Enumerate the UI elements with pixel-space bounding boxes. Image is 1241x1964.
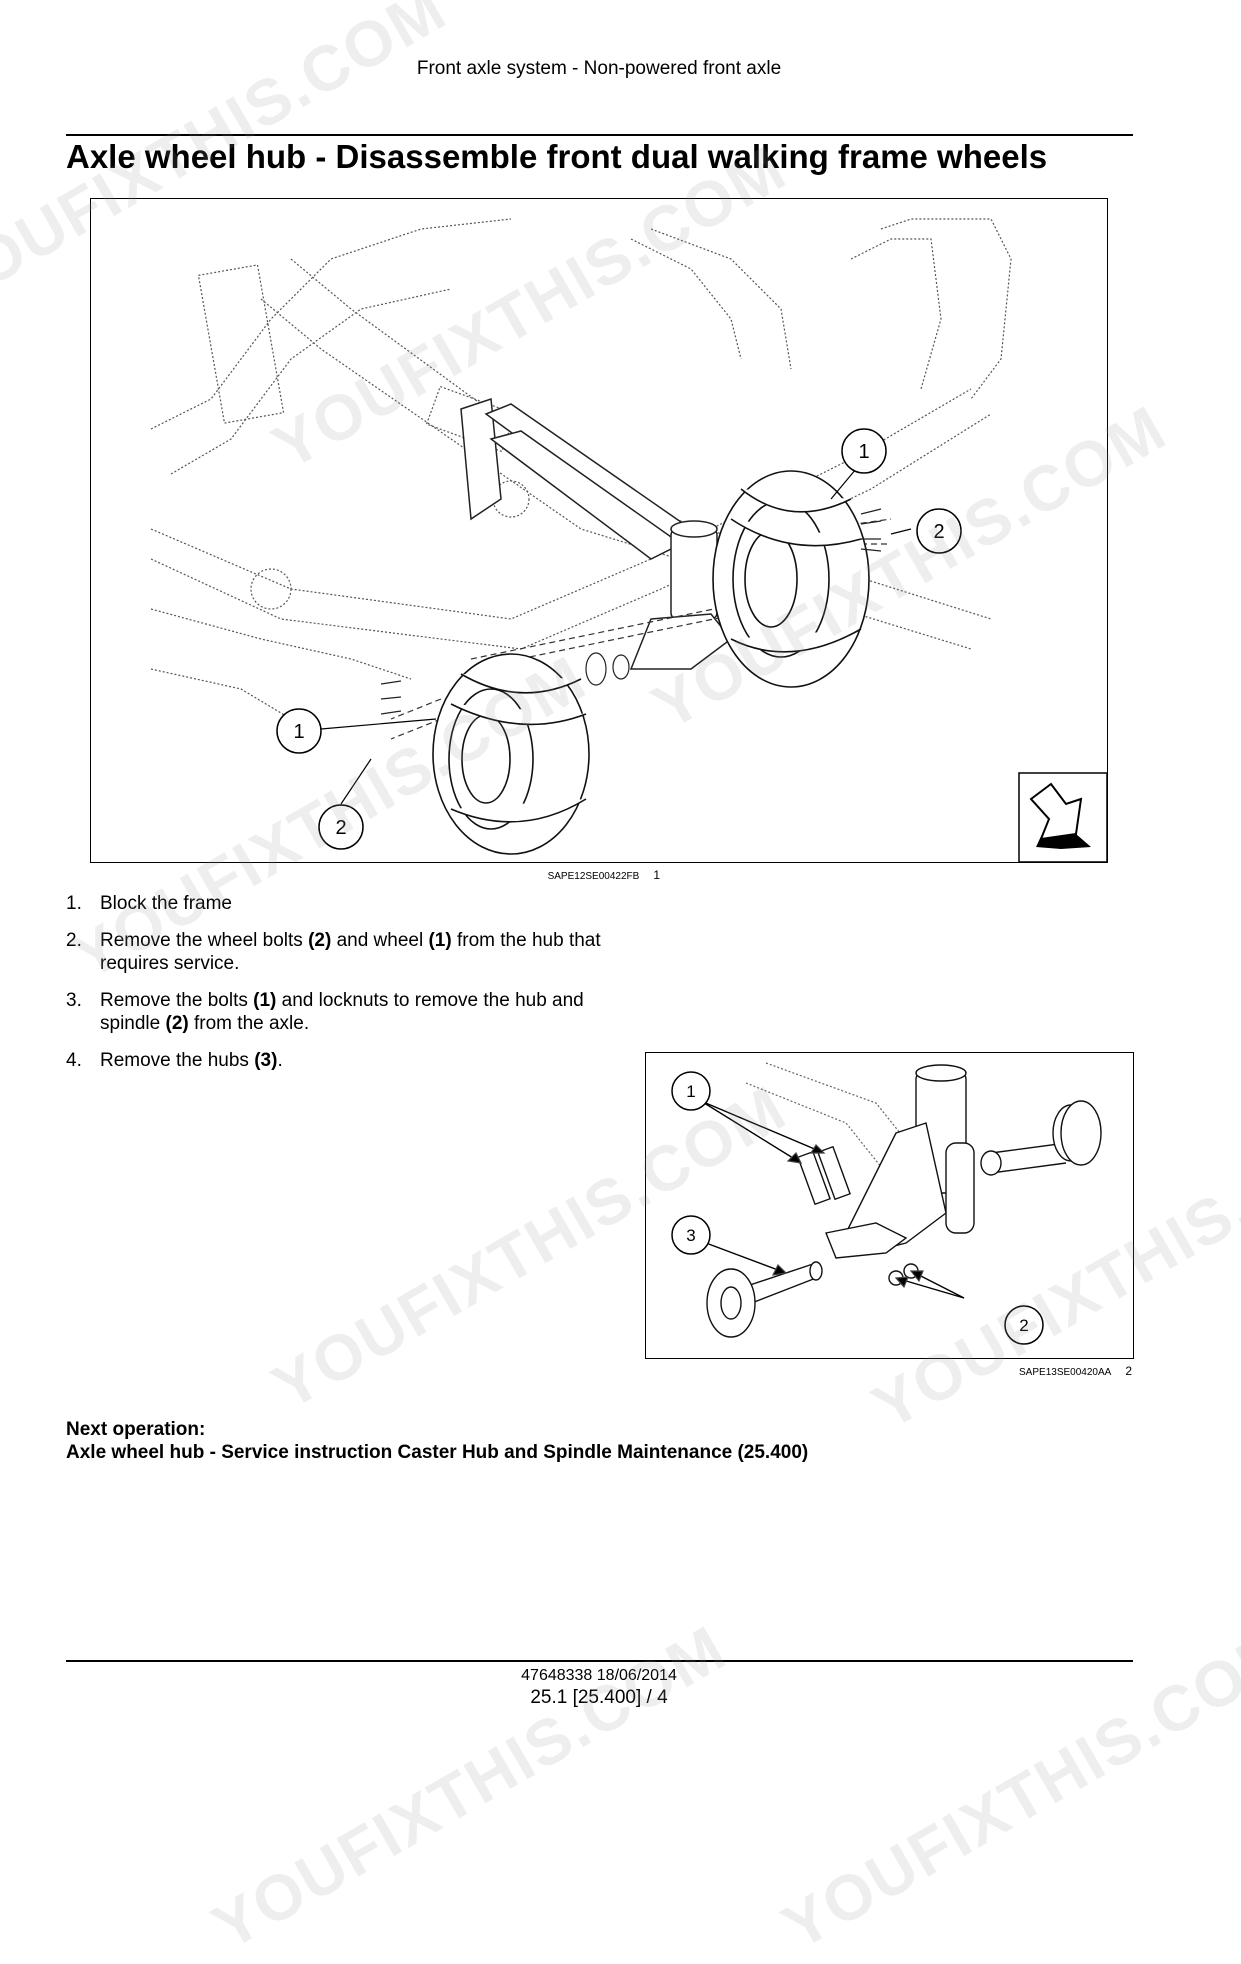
step-text: Remove the hubs (100, 1050, 255, 1071)
step-text: Remove the bolts (100, 990, 254, 1011)
step-text: . (277, 1050, 283, 1071)
callout-1-left-wheel: 1 (293, 721, 304, 743)
footer-page-ref: 25.1 [25.400] / 4 (530, 1687, 668, 1708)
callout-2-left-bolts: 2 (335, 817, 346, 839)
step-text: Remove the wheel bolts (100, 930, 309, 951)
figure-1-number: 1 (653, 868, 660, 882)
figure-1-caption: SAPE12SE00422FB 1 (500, 868, 660, 882)
step-4: 4. Remove the hubs (3). (66, 1049, 620, 1072)
figure-1-walking-frame-illustration: 1 2 1 2 (90, 198, 1108, 863)
next-operation-link[interactable]: Axle wheel hub - Service instruction Cas… (66, 1442, 809, 1463)
step-number: 1. (66, 893, 82, 914)
callout-3-hub: 3 (686, 1226, 695, 1245)
callout-2-spindle: 2 (1019, 1316, 1028, 1335)
step-text: and wheel (331, 930, 429, 951)
figure-1-code: SAPE12SE00422FB (547, 871, 640, 882)
step-1: 1. Block the frame (66, 892, 620, 915)
next-operation: Next operation: Axle wheel hub - Service… (66, 1418, 808, 1464)
next-operation-label: Next operation: (66, 1419, 206, 1440)
footer-doc-id-date: 47648338 18/06/2014 (521, 1667, 677, 1684)
callout-1-bolts: 1 (686, 1082, 695, 1101)
step-number: 3. (66, 990, 82, 1011)
step-ref: (1) (428, 930, 452, 951)
step-ref: (2) (165, 1013, 189, 1034)
procedure-steps: 1. Block the frame 2. Remove the wheel bol… (66, 892, 620, 1086)
running-header: Front axle system - Non-powered front ax… (416, 58, 782, 79)
page-title: Axle wheel hub - Disassemble front dual … (66, 138, 1048, 175)
step-ref: (1) (253, 990, 277, 1011)
figure-2-caption: SAPE13SE00420AA 2 (960, 1364, 1132, 1378)
hub-spindle-drawing: 1 3 2 (671, 1062, 1102, 1345)
watermark: YOUFIXTHIS.COM (200, 1611, 739, 1964)
footer-rule (66, 1660, 1133, 1662)
callout-2-right-bolts: 2 (933, 521, 944, 543)
figure-2-code: SAPE13SE00420AA (1019, 1367, 1112, 1378)
callout-1-right-wheel: 1 (858, 441, 869, 463)
step-ref: (2) (308, 930, 332, 951)
walking-frame-drawing: 1 2 1 2 (150, 218, 1107, 862)
step-2: 2. Remove the wheel bolts (2) and wheel (… (66, 929, 620, 975)
orientation-arrow-icon (1018, 772, 1107, 862)
figure-2-hub-spindle-illustration: 1 3 2 (645, 1052, 1134, 1359)
step-text: from the hub that requires service. (100, 930, 601, 974)
step-ref: (3) (254, 1050, 278, 1071)
step-text: from the axle. (188, 1013, 310, 1034)
step-text: and locknuts to remove the hub and spind… (100, 990, 584, 1034)
step-number: 4. (66, 1050, 82, 1071)
watermark: YOUFIXTHIS.COM (770, 1611, 1241, 1964)
header-rule (66, 134, 1133, 136)
figure-2-number: 2 (1125, 1364, 1132, 1378)
step-number: 2. (66, 930, 82, 951)
step-3: 3. Remove the bolts (1) and locknuts to r… (66, 989, 620, 1035)
step-text: Block the frame (100, 893, 232, 914)
